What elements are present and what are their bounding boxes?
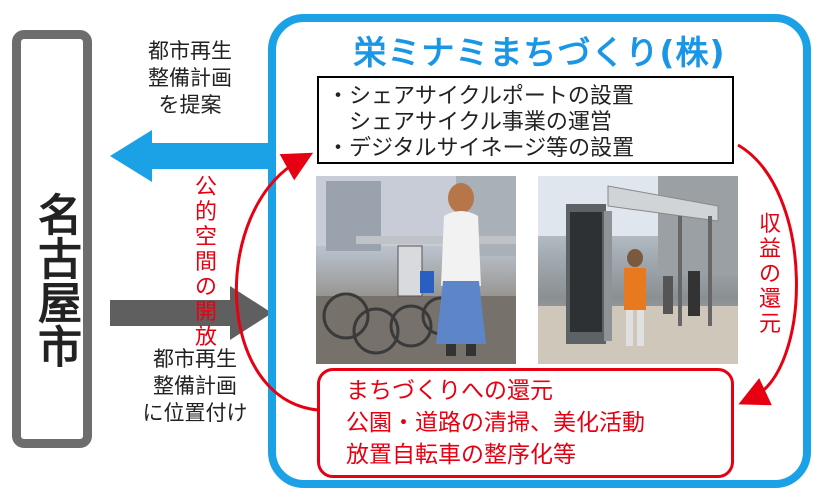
label-char: 収	[758, 212, 781, 237]
proposal-arrow-head	[110, 130, 152, 182]
positioning-arrow-shaft	[110, 300, 232, 326]
label-char: 間	[194, 250, 217, 275]
community-return-box: まちづくりへの還元 公園・道路の清掃、美化活動 放置自転車の整序化等	[317, 368, 734, 478]
service-item: ・シェアサイクルポートの設置	[327, 84, 634, 109]
positioning-label-line: 都市再生	[153, 347, 237, 371]
digital-signage-photo	[538, 176, 738, 364]
public-space-opening-label: 公 的 空 間 の 開 放	[193, 175, 219, 350]
label-char: 空	[194, 225, 217, 250]
profit-return-label: 収 益 の 還 元	[757, 212, 783, 337]
label-char: の	[758, 262, 781, 287]
company-name: 栄ミナミまちづくり(株)	[353, 33, 726, 72]
proposal-label-line: 整備計画	[148, 66, 232, 90]
positioning-arrow-head	[230, 286, 272, 340]
service-list-box: ・シェアサイクルポートの設置 シェアサイクル事業の運営 ・デジタルサイネージ等の…	[317, 76, 734, 164]
city-box	[12, 30, 92, 448]
share-cycle-photo	[316, 176, 516, 364]
label-char: 還	[758, 287, 781, 312]
label-char: 公	[194, 175, 217, 200]
label-char: 放	[194, 325, 217, 350]
proposal-label: 都市再生 整備計画 を提案	[130, 38, 250, 119]
result-line: まちづくりへの還元	[346, 378, 553, 404]
label-char: の	[194, 275, 217, 300]
positioning-label-line: 整備計画	[153, 374, 237, 398]
label-char: 開	[194, 300, 217, 325]
label-char: 的	[194, 200, 217, 225]
label-char: 益	[758, 237, 781, 262]
positioning-label-line: に位置付け	[142, 401, 248, 425]
service-item: ・デジタルサイネージ等の設置	[327, 136, 635, 161]
service-item: シェアサイクル事業の運営	[327, 110, 612, 135]
positioning-label: 都市再生 整備計画 に位置付け	[130, 346, 260, 427]
city-name: 名古屋市	[30, 192, 81, 368]
proposal-arrow-shaft	[150, 143, 280, 169]
result-line: 公園・道路の清掃、美化活動	[346, 410, 645, 436]
proposal-label-line: 都市再生	[148, 39, 232, 63]
proposal-label-line: を提案	[158, 93, 222, 117]
result-line: 放置自転車の整序化等	[346, 442, 576, 468]
label-char: 元	[758, 312, 781, 337]
